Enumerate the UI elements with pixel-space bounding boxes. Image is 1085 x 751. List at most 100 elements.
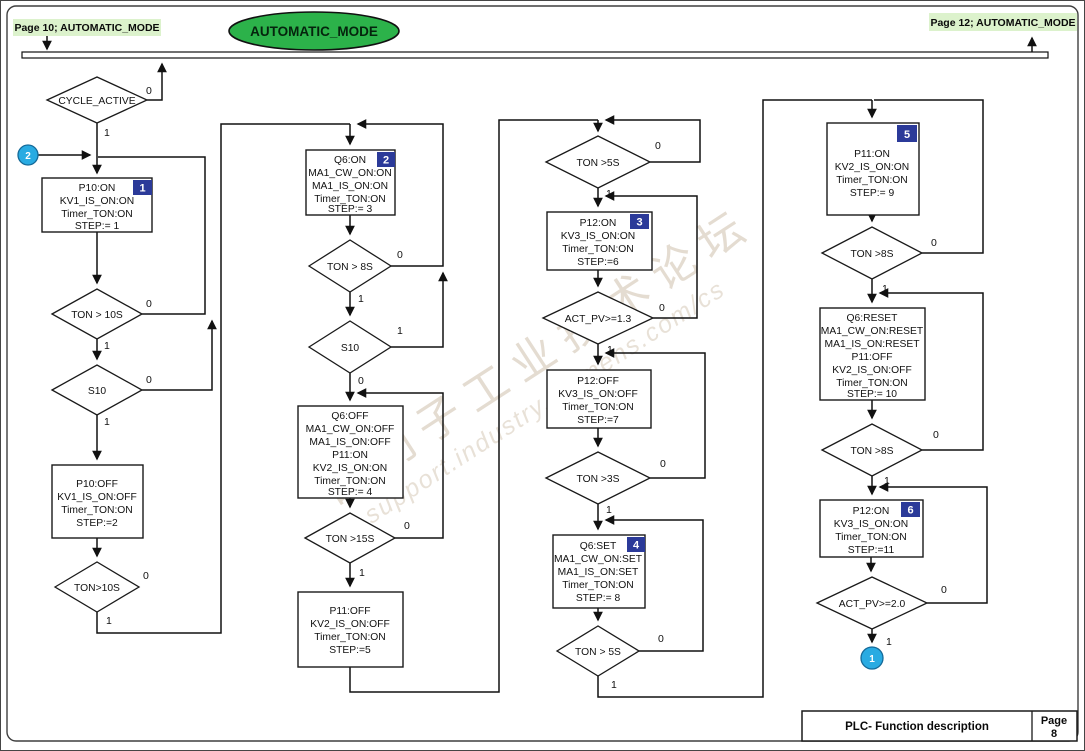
flow-line xyxy=(356,119,444,267)
flow-line xyxy=(878,288,984,451)
decision-label: ACT_PV>=2.0 xyxy=(839,599,906,610)
page-number: 8 xyxy=(1051,728,1057,740)
step-text: STEP:= 8 xyxy=(576,593,621,604)
step-text: KV3_IS_ON:OFF xyxy=(558,389,638,400)
branch-label-0: 0 xyxy=(658,633,664,645)
process-step-7-shape xyxy=(546,369,652,429)
flow-line xyxy=(147,62,167,101)
step-text: MA1_CW_ON:ON xyxy=(308,168,392,179)
step-badge-4-label: 4 xyxy=(633,540,640,552)
step-text: Q6:OFF xyxy=(331,411,368,422)
step-text: P11:ON xyxy=(854,149,890,160)
step-badge-6-label: 6 xyxy=(907,505,913,517)
page-title: AUTOMATIC_MODE xyxy=(250,24,378,39)
step-text: KV2_IS_ON:OFF xyxy=(310,619,390,630)
flow-line xyxy=(597,99,872,698)
branch-label-0: 0 xyxy=(931,237,937,249)
decision-label: S10 xyxy=(88,386,107,397)
branch-label-1: 1 xyxy=(397,325,403,337)
step-text: Timer_TON:ON xyxy=(61,209,133,220)
decision-cycle-active: CYCLE_ACTIVE 0 1 xyxy=(45,76,152,139)
page-ref-right-bg xyxy=(929,13,1077,31)
step-badge-5-label: 5 xyxy=(904,129,910,141)
branch-label-0: 0 xyxy=(655,140,661,152)
decision-act-pv-1-3: ACT_PV>=1.3 0 1 xyxy=(541,291,665,356)
step-text: P12:ON xyxy=(580,218,617,229)
process-step-2-shape xyxy=(51,464,144,539)
step-badge-6 xyxy=(901,502,920,517)
branch-label-1: 1 xyxy=(611,679,617,691)
branch-label-1: 1 xyxy=(104,340,110,352)
process-step-11: 6 P12:ON KV3_IS_ON:ON Timer_TON:ON STEP:… xyxy=(819,499,924,558)
decision-label: TON >8S xyxy=(850,446,893,457)
decision-ton5s-1-shape xyxy=(544,135,652,189)
decision-label: TON >5S xyxy=(576,158,619,169)
flow-line xyxy=(349,119,598,693)
step-text: STEP:=7 xyxy=(577,415,619,426)
decision-ton15s: TON >15S 0 1 xyxy=(303,512,410,579)
branch-label-1: 1 xyxy=(607,344,613,356)
step-text: STEP:= 3 xyxy=(328,204,373,215)
branch-label-0: 0 xyxy=(143,570,149,582)
decision-cycle-active-label: CYCLE_ACTIVE xyxy=(58,96,135,107)
branch-label-1: 1 xyxy=(359,567,365,579)
flow-line xyxy=(604,515,704,652)
decision-ton10s-2-shape xyxy=(53,561,141,613)
step-text: MA1_IS_ON:RESET xyxy=(825,339,921,350)
column-3-connectors xyxy=(593,99,872,698)
process-step-4-shape xyxy=(297,405,404,499)
flow-line xyxy=(356,388,444,539)
step-badge-1-label: 1 xyxy=(139,183,145,195)
step-text: P11:ON xyxy=(332,450,368,461)
flow-line xyxy=(391,271,448,348)
decision-ton5s-2: TON > 5S 0 1 xyxy=(555,625,664,691)
page-ref-left: Page 10; AUTOMATIC_MODE xyxy=(13,19,161,51)
step-text: Timer_TON:ON xyxy=(314,632,386,643)
step-badge-1 xyxy=(133,180,152,195)
step-text: MA1_IS_ON:ON xyxy=(312,181,388,192)
decision-s10-1-shape xyxy=(50,364,144,416)
step-text: Timer_TON:ON xyxy=(835,532,907,543)
process-step-5-shape xyxy=(297,591,404,668)
page-ref-right-label: Page 12; AUTOMATIC_MODE xyxy=(930,17,1075,29)
step-text: Timer_TON:ON xyxy=(314,476,386,487)
decision-s10-2: S10 1 0 xyxy=(307,320,403,387)
branch-label-0: 0 xyxy=(146,85,152,97)
connector-circle-1: 1 xyxy=(860,646,884,670)
step-text: MA1_CW_ON:OFF xyxy=(306,424,395,435)
step-badge-2 xyxy=(377,152,395,167)
step-badge-5 xyxy=(897,125,917,142)
step-text: Q6:ON xyxy=(334,155,366,166)
decision-ton10s-2: TON>10S 0 1 xyxy=(53,561,149,627)
decision-ton8s-1-shape xyxy=(307,239,393,293)
decision-act-pv-2-0: ACT_PV>=2.0 0 1 xyxy=(815,576,947,648)
step-text: STEP:=11 xyxy=(848,545,895,556)
branch-label-0: 0 xyxy=(660,458,666,470)
step-text: MA1_CW_ON:SET xyxy=(554,554,643,565)
step-text: MA1_CW_ON:RESET xyxy=(821,326,924,337)
connector-circle-1-label: 1 xyxy=(869,654,875,665)
decision-label: S10 xyxy=(341,343,360,354)
step-text: Q6:SET xyxy=(580,541,617,552)
column-1-connectors xyxy=(38,62,355,634)
decision-ton8s-3-shape xyxy=(820,423,924,477)
branch-label-0: 0 xyxy=(146,298,152,310)
decision-ton5s-1: TON >5S 0 1 xyxy=(544,135,661,200)
connector-circle-2: 2 xyxy=(17,144,39,166)
step-text: P12:ON xyxy=(853,506,890,517)
process-step-7: P12:OFF KV3_IS_ON:OFF Timer_TON:ON STEP:… xyxy=(546,369,652,429)
title-block: PLC- Function description Page 8 xyxy=(801,710,1078,742)
step-text: Timer_TON:ON xyxy=(836,175,908,186)
step-text: P11:OFF xyxy=(851,352,892,363)
step-text: MA1_IS_ON:OFF xyxy=(309,437,390,448)
decision-act-pv-1-3-shape xyxy=(541,291,655,345)
decision-ton5s-2-shape xyxy=(555,625,641,677)
process-step-2: P10:OFF KV1_IS_ON:OFF Timer_TON:ON STEP:… xyxy=(51,464,144,539)
branch-label-0: 0 xyxy=(146,374,152,386)
process-step-6: 3 P12:ON KV3_IS_ON:ON Timer_TON:ON STEP:… xyxy=(546,211,653,271)
step-text: KV3_IS_ON:ON xyxy=(834,519,908,530)
process-step-4: Q6:OFF MA1_CW_ON:OFF MA1_IS_ON:OFF P11:O… xyxy=(297,405,404,499)
connector-circle-2-shape xyxy=(17,144,39,166)
decision-ton10s-1: TON > 10S 0 1 xyxy=(50,288,152,352)
